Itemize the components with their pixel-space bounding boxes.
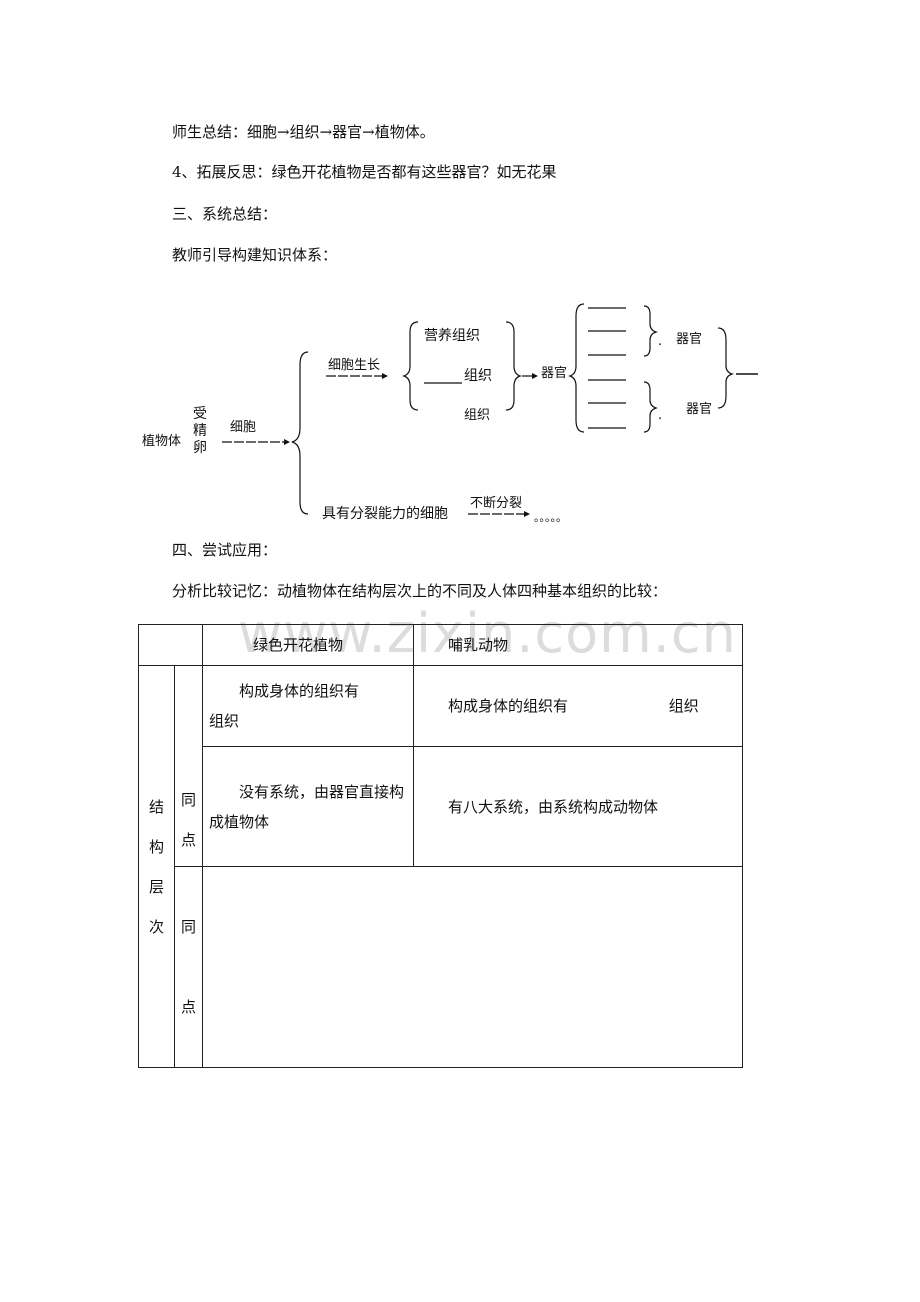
organ-bottom-dot: .	[658, 408, 663, 423]
tissue-blank: 组织	[464, 368, 492, 384]
diagram-lines	[222, 303, 758, 517]
dividing-cells-label: 具有分裂能力的细胞	[322, 506, 448, 522]
summary-line: 师生总结：细胞→组织→器官→植物体。	[172, 123, 435, 141]
extension-question: 4、拓展反思：绿色开花植物是否都有这些器官？如无花果	[172, 163, 557, 181]
section-heading-summary: 三、系统总结：	[172, 205, 278, 223]
organ-bottom-label: 器官	[686, 402, 713, 417]
organ-mid-label: 器官	[541, 366, 568, 381]
continuous-division-label: 不断分裂	[470, 496, 523, 511]
organ-top-dot: .	[658, 334, 663, 349]
fertilized-egg-char-3: 卵	[193, 440, 207, 456]
row-header-structure-levels: 结 构 层 次	[138, 665, 175, 1068]
section-heading-apply: 四、尝试应用：	[172, 541, 278, 559]
diff-points-answer-cell[interactable]	[202, 866, 743, 1068]
tissue-third: 组织	[464, 408, 491, 423]
teacher-guide-line: 教师引导构建知识体系：	[172, 246, 338, 264]
knowledge-diagram: 植物体 受 精 卵 细胞 细胞生长 营养组织 组织 组织 器官 . 器官 . 器…	[0, 290, 920, 525]
fertilized-egg-char-1: 受	[193, 406, 207, 422]
mammal-system-cell: 有八大系统，由系统构成动物体	[413, 746, 743, 867]
compare-instruction: 分析比较记忆：动植物体在结构层次上的不同及人体四种基本组织的比较：	[172, 582, 668, 600]
tissue-nutrient: 营养组织	[424, 328, 480, 344]
fertilized-egg-char-2: 精	[193, 423, 207, 439]
cell-growth-label: 细胞生长	[328, 358, 381, 373]
plant-tissue-cell: 构成身体的组织有 组织	[202, 665, 414, 747]
row-header-char: 结	[148, 797, 164, 816]
table-corner-cell	[138, 624, 203, 666]
plant-body-label: 植物体	[142, 434, 182, 449]
ellipsis: 。。。。。	[534, 511, 567, 524]
row-header-char: 次	[148, 917, 164, 936]
header-mammal: 哺乳动物	[413, 624, 743, 666]
same-points-label: 同 点	[174, 665, 203, 867]
organ-top-label: 器官	[676, 332, 703, 347]
plant-system-cell: 没有系统，由器官直接构成植物体	[202, 746, 414, 867]
diff-points-label: 同 点	[174, 866, 203, 1068]
row-header-char: 构	[148, 837, 164, 856]
header-plant: 绿色开花植物	[202, 624, 414, 666]
mammal-tissue-text: 构成身体的组织有	[448, 697, 569, 715]
cell-label: 细胞	[230, 420, 257, 435]
row-header-char: 层	[148, 877, 164, 896]
comparison-table: 绿色开花植物 哺乳动物 结 构 层 次 同 点 构成身体的组织有 组织 构成身体…	[138, 624, 743, 1068]
mammal-tissue-suffix: 组织	[668, 697, 699, 715]
mammal-tissue-cell: 构成身体的组织有 组织	[413, 665, 743, 747]
